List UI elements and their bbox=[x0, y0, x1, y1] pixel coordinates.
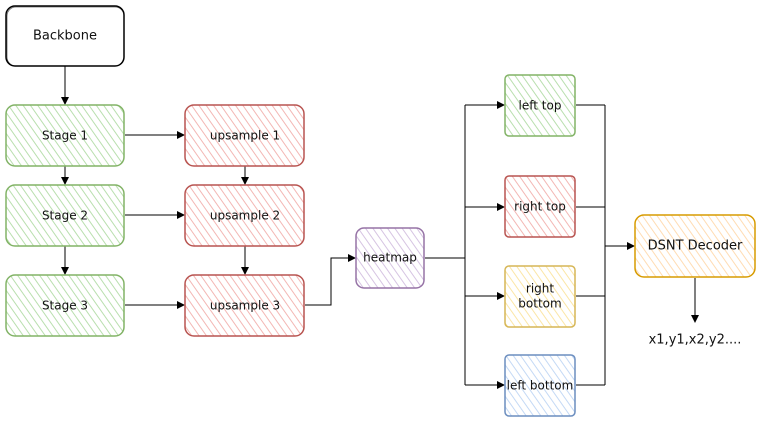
node-backbone: Backbone bbox=[5, 5, 125, 67]
node-stage2-label: Stage 2 bbox=[42, 209, 88, 223]
node-right-top: right top bbox=[504, 175, 576, 238]
node-stage1-label: Stage 1 bbox=[42, 129, 88, 143]
node-stage2: Stage 2 bbox=[5, 184, 125, 247]
node-upsample1: upsample 1 bbox=[184, 104, 305, 167]
node-dsnt-decoder-label: DSNT Decoder bbox=[648, 239, 743, 254]
node-left-top-label: left top bbox=[519, 99, 562, 113]
node-right-bottom-label-line1: right bbox=[526, 282, 554, 296]
node-backbone-label: Backbone bbox=[33, 29, 97, 44]
node-upsample3-label: upsample 3 bbox=[210, 299, 280, 313]
node-left-top: left top bbox=[504, 74, 576, 137]
edge-upsample3-heatmap bbox=[305, 254, 356, 306]
node-right-bottom-label-line2: bottom bbox=[518, 297, 561, 311]
node-left-bottom-label: left bottom bbox=[507, 379, 574, 393]
node-left-bottom: left bottom bbox=[504, 354, 576, 417]
node-upsample2: upsample 2 bbox=[184, 184, 305, 247]
node-heatmap: heatmap bbox=[355, 227, 425, 289]
node-stage1: Stage 1 bbox=[5, 104, 125, 167]
node-heatmap-label: heatmap bbox=[363, 251, 417, 265]
node-dsnt-decoder: DSNT Decoder bbox=[634, 214, 756, 278]
node-upsample1-label: upsample 1 bbox=[210, 129, 280, 143]
output-coordinates-text: x1,y1,x2,y2.... bbox=[649, 333, 742, 348]
node-upsample2-label: upsample 2 bbox=[210, 209, 280, 223]
node-stage3-label: Stage 3 bbox=[42, 299, 88, 313]
node-upsample3: upsample 3 bbox=[184, 274, 305, 337]
node-right-top-label: right top bbox=[514, 200, 566, 214]
node-stage3: Stage 3 bbox=[5, 274, 125, 337]
node-right-bottom: right bottom bbox=[504, 265, 576, 328]
